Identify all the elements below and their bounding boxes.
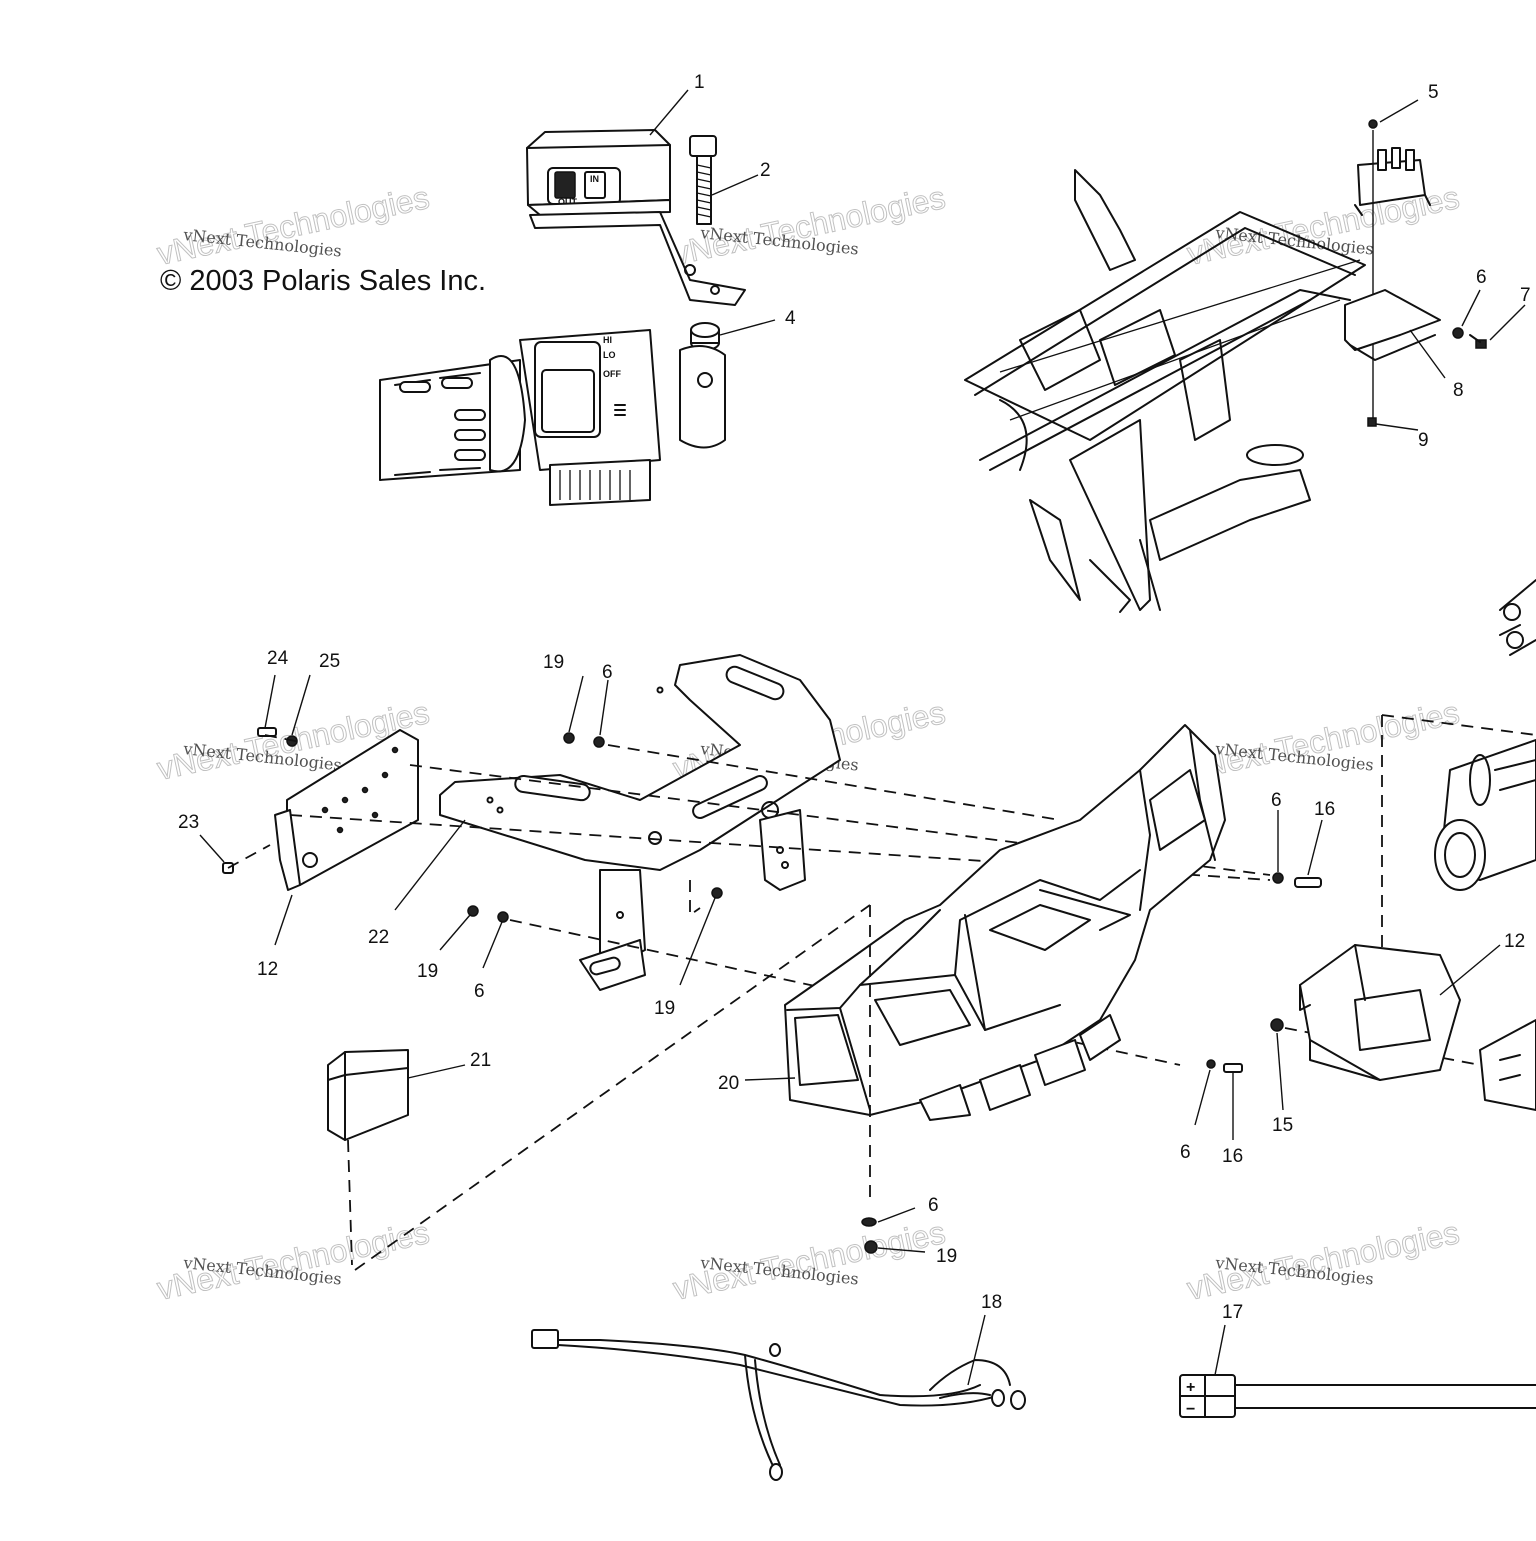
callout-6-right: 6	[1271, 790, 1282, 811]
watermark-bottom-right: vNext Technologies vNext Technologies	[1183, 1214, 1462, 1308]
front-bumper-20	[784, 724, 1226, 1121]
callout-24: 24	[267, 648, 289, 669]
nut-19-lower-left	[467, 905, 479, 917]
washer-6-lower-left	[497, 911, 509, 923]
callout-25: 25	[319, 651, 340, 672]
callout-2: 2	[760, 160, 771, 181]
callout-21: 21	[470, 1050, 491, 1071]
callout-19-bottom: 19	[936, 1246, 957, 1267]
callout-1: 1	[694, 72, 705, 93]
svg-text:IN: IN	[590, 174, 599, 184]
nut-19-lower-right	[711, 887, 723, 899]
bolt-2	[689, 135, 717, 225]
handlebar-grip: HI LO OFF	[379, 329, 726, 506]
relay-5	[1354, 119, 1431, 216]
battery-cable-17: + −	[1179, 1374, 1536, 1418]
callout-6-upper: 6	[602, 662, 613, 683]
fairlead-partial	[1479, 1019, 1536, 1111]
washer-6-right	[1272, 872, 1284, 884]
callout-22: 22	[368, 927, 389, 948]
winch-box-dash-top	[1381, 714, 1536, 736]
winch-motor	[1434, 739, 1536, 891]
callout-18: 18	[981, 1292, 1002, 1313]
washer-6-upper	[593, 736, 605, 748]
dash-mid-long	[289, 814, 1271, 881]
bolt-16-mid-right	[1223, 1063, 1243, 1073]
light-21	[327, 1049, 409, 1141]
callout-12-right: 12	[1504, 931, 1525, 952]
callout-17: 17	[1222, 1302, 1243, 1323]
nut-19-bottom	[864, 1240, 878, 1254]
callout-20: 20	[718, 1073, 739, 1094]
winch-mount-plate-22	[439, 654, 841, 991]
callout-15: 15	[1272, 1115, 1293, 1136]
callout-7: 7	[1520, 285, 1531, 306]
svg-text:HI: HI	[603, 335, 612, 345]
svg-text:LO: LO	[603, 350, 616, 360]
svg-text:OFF: OFF	[603, 369, 621, 379]
partial-right-parts	[1499, 579, 1536, 656]
callout-12-left: 12	[257, 959, 278, 980]
bolt-16-right	[1294, 877, 1322, 888]
dash-15-line	[1284, 1027, 1481, 1066]
callout-9: 9	[1418, 430, 1429, 451]
leader-lines	[199, 89, 1526, 1386]
callout-19-lower-left: 19	[417, 961, 438, 982]
washer-6-bottom	[861, 1217, 877, 1227]
plate-center-dash	[689, 880, 701, 917]
vehicle-frame	[964, 169, 1366, 613]
callout-16-right: 16	[1314, 799, 1335, 820]
callout-4: 4	[785, 308, 796, 329]
callout-6-lower-left: 6	[474, 981, 485, 1002]
mount-bracket-12-right	[1299, 944, 1461, 1081]
washer-6-frame	[1452, 327, 1464, 339]
svg-text:−: −	[1186, 1401, 1195, 1418]
dash-23-line	[227, 844, 271, 869]
screw-7	[1469, 334, 1487, 349]
copyright-notice: © 2003 Polaris Sales Inc.	[160, 265, 486, 297]
nut-9	[1367, 417, 1377, 427]
wiring-harness-18	[531, 1329, 1026, 1481]
light-vertical-dash	[347, 1139, 353, 1266]
watermark-top-left: vNext Technologies vNext Technologies	[153, 179, 432, 273]
watermark-bottom-center: vNext Technologies vNext Technologies	[669, 1214, 948, 1308]
light-diagonal-dash	[354, 904, 871, 1271]
nut-15	[1270, 1018, 1284, 1032]
svg-text:OUT: OUT	[558, 197, 578, 207]
callout-6-frame: 6	[1476, 267, 1487, 288]
callout-5: 5	[1428, 82, 1439, 103]
nut-19-upper	[563, 732, 575, 744]
callout-8: 8	[1453, 380, 1464, 401]
dash-24-line	[264, 734, 301, 743]
washer-6-mid-right	[1206, 1059, 1216, 1069]
winch-switch: OUT IN	[526, 129, 746, 306]
callout-6-bottom: 6	[928, 1195, 939, 1216]
callout-19-lower-right: 19	[654, 998, 675, 1019]
bracket-8	[1344, 289, 1441, 361]
mount-plate-12-left	[274, 729, 419, 891]
watermark-mid-right: vNext Technologies vNext Technologies	[1183, 694, 1462, 788]
callout-23: 23	[178, 812, 199, 833]
callout-6-mid-right: 6	[1180, 1142, 1191, 1163]
callout-19-upper: 19	[543, 652, 564, 673]
callout-labels: 1 2 4 5 6 7 8 9 24 25 19 6 23 12 22 19 6…	[178, 72, 1531, 1323]
watermark-bottom-left: vNext Technologies vNext Technologies	[153, 1214, 432, 1308]
callout-16-mid-right: 16	[1222, 1146, 1243, 1167]
svg-text:+: +	[1186, 1379, 1195, 1396]
dash-upper-right	[607, 744, 1061, 821]
